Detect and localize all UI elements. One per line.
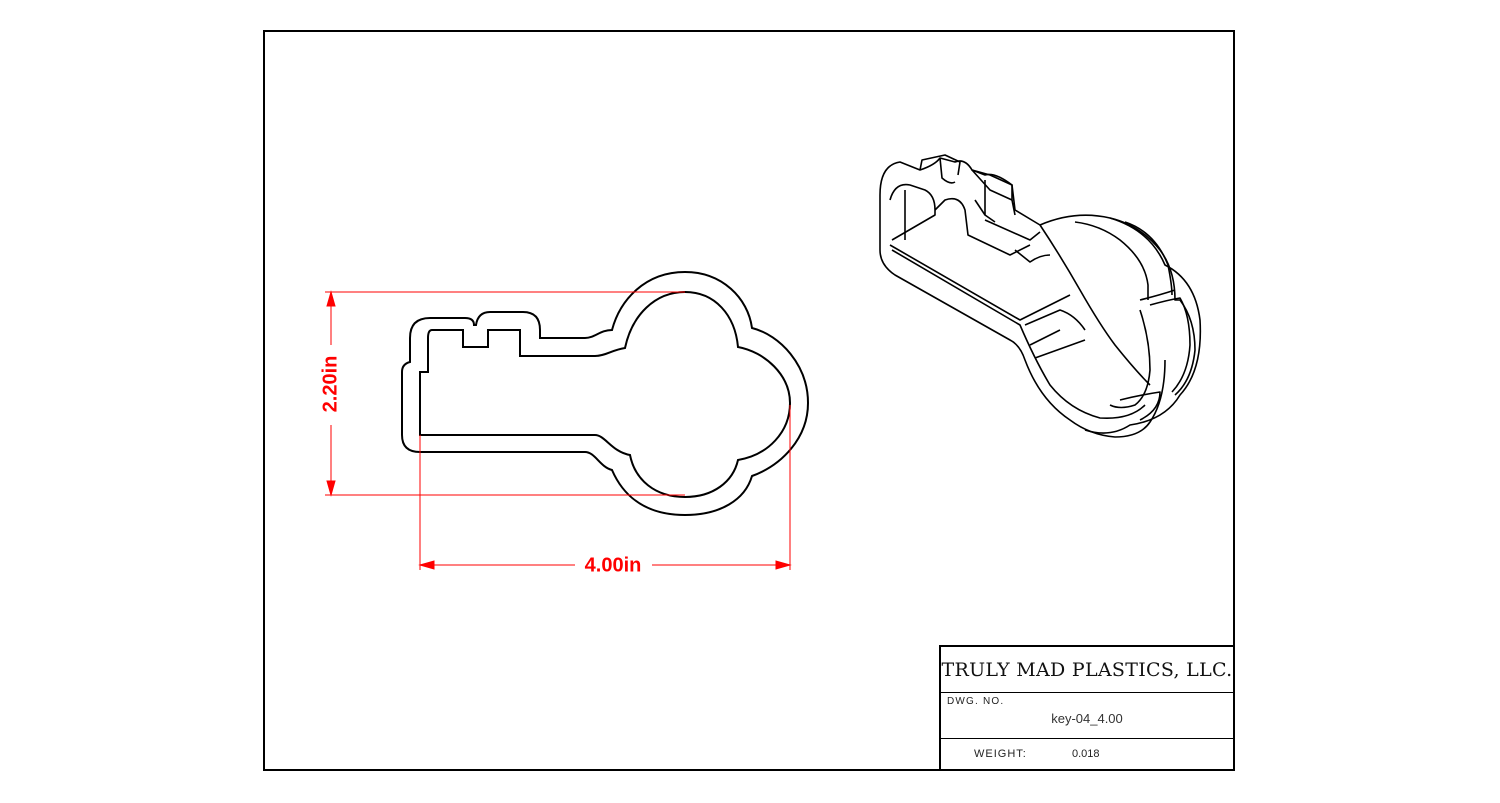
drawing-sheet-border xyxy=(263,30,1235,771)
dimension-lines xyxy=(325,290,792,570)
weight-label: WEIGHT: xyxy=(974,748,1027,760)
weight-value: 0.018 xyxy=(1072,748,1100,760)
weight-cell: WEIGHT: 0.018 xyxy=(941,739,1233,771)
width-dimension-label: 4.00in xyxy=(585,554,642,576)
drawing-number-value: key-04_4.00 xyxy=(1051,711,1123,726)
drawing-number-label: DWG. NO. xyxy=(947,696,1005,707)
title-block: TRULY MAD PLASTICS, LLC. DWG. NO. key-04… xyxy=(939,645,1235,771)
isometric-view xyxy=(879,154,1202,438)
front-view-outline xyxy=(401,270,810,517)
drawing-number-cell: DWG. NO. key-04_4.00 xyxy=(941,693,1233,739)
company-name: TRULY MAD PLASTICS, LLC. xyxy=(941,647,1233,693)
height-dimension-label: 2.20in xyxy=(319,356,341,413)
